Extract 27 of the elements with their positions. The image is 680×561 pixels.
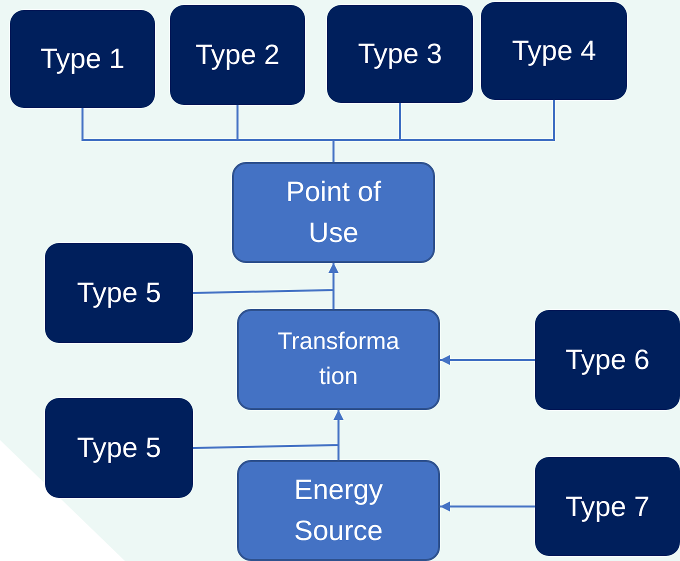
node-label: Transformation — [276, 326, 400, 392]
connector-line — [332, 100, 555, 162]
arrow — [440, 355, 535, 365]
arrow — [334, 410, 344, 460]
type-box — [10, 10, 155, 108]
type-box — [327, 5, 473, 103]
type-box — [481, 2, 627, 100]
node-label: Type 1 — [40, 43, 125, 75]
process-box — [237, 309, 440, 410]
arrow — [328, 263, 338, 309]
process-box — [232, 162, 435, 263]
node-label: Type 6 — [565, 344, 650, 376]
node-label: Point of Use — [285, 174, 382, 250]
type-box — [535, 457, 680, 556]
node-label: Type 5 — [76, 432, 162, 464]
node-label: Type 5 — [76, 277, 162, 309]
type-box — [45, 243, 193, 343]
type-box — [535, 310, 680, 410]
process-box — [237, 460, 440, 561]
node-label: Type 4 — [512, 35, 596, 67]
type-box — [45, 398, 193, 498]
arrow — [440, 502, 535, 512]
node-label: Type 3 — [358, 38, 442, 70]
type-box — [170, 5, 305, 105]
node-label: Energy Source — [293, 472, 384, 548]
node-label: Type 7 — [565, 490, 650, 522]
node-label: Type 2 — [195, 39, 280, 71]
